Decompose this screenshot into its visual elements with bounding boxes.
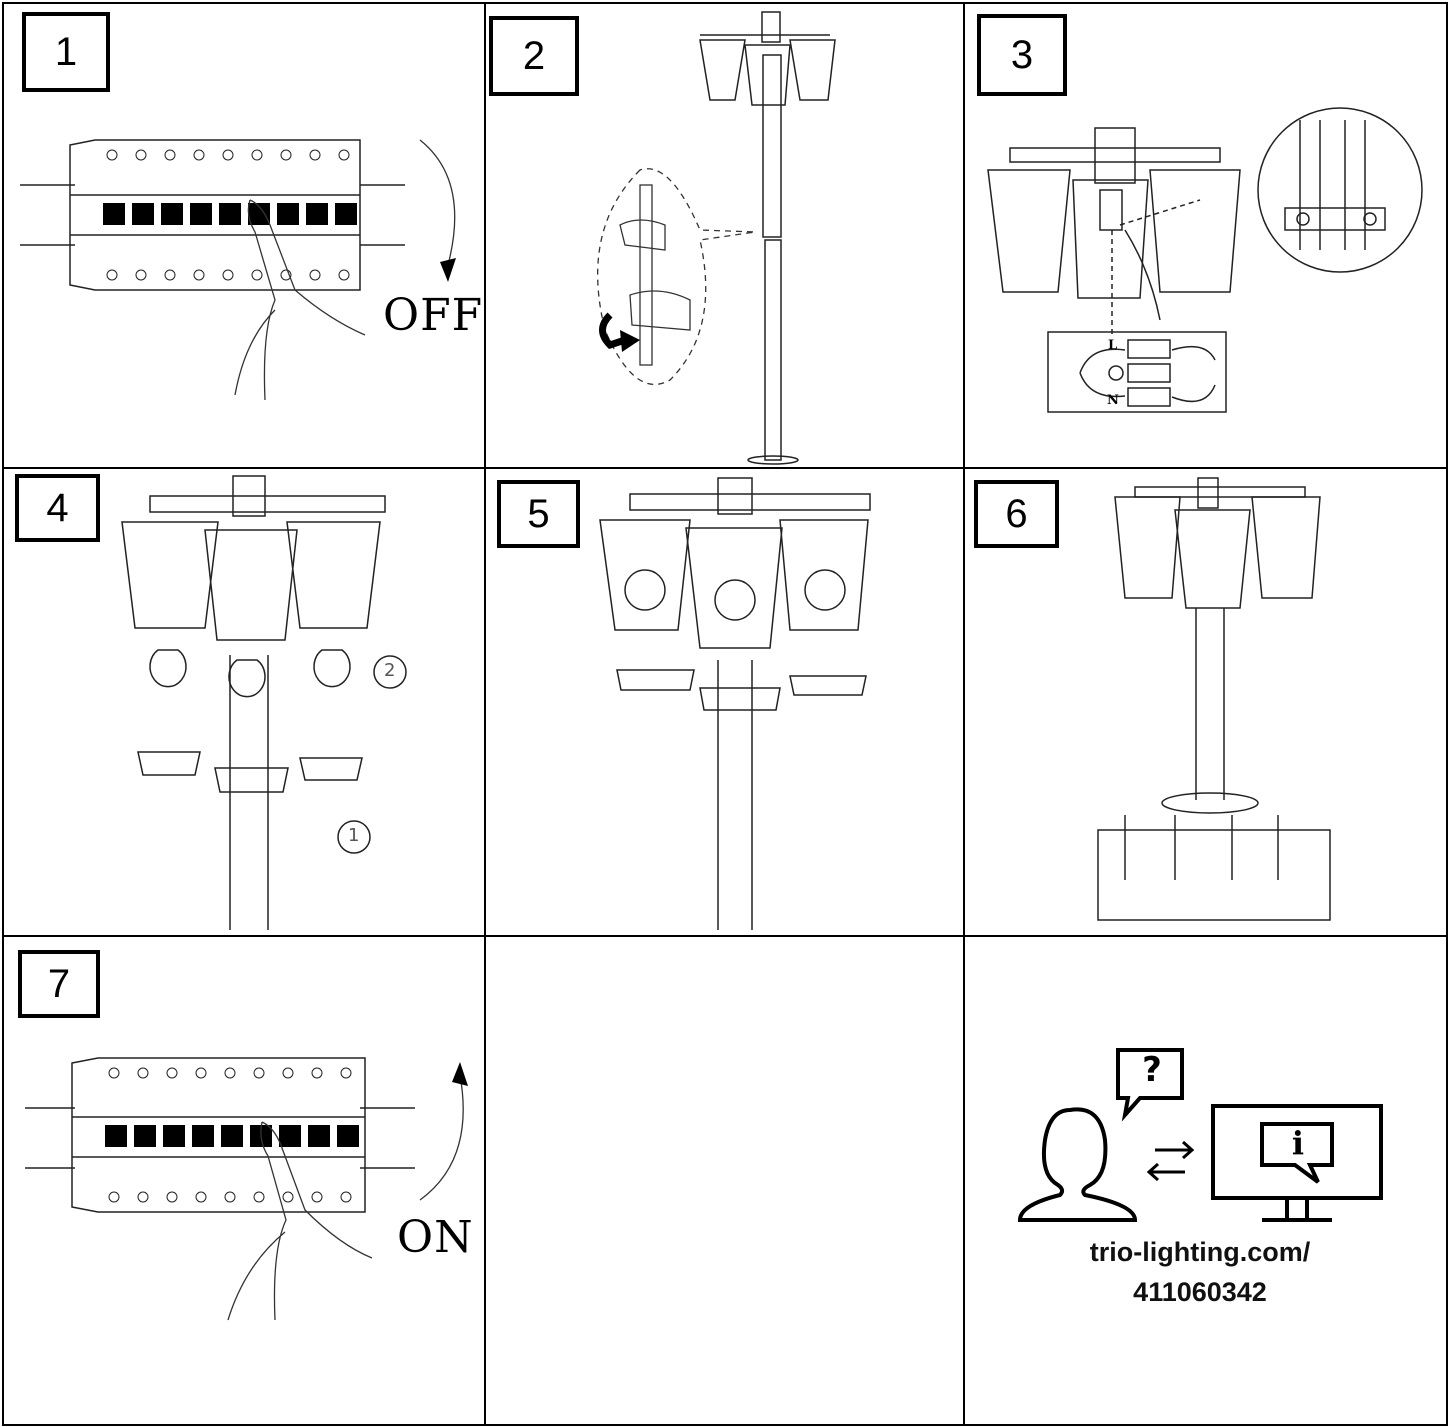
terminal-screw <box>338 269 350 281</box>
terminal-screw <box>253 1067 265 1079</box>
terminal-screw <box>193 269 205 281</box>
cover-install-diagram <box>599 477 871 930</box>
breaker-toggle <box>221 1125 243 1147</box>
support-url-line2: 411060342 <box>1133 1277 1267 1307</box>
ring-step-number: 1 <box>348 825 360 846</box>
terminal-block-diagram <box>1047 331 1227 413</box>
breaker-toggle <box>335 203 357 225</box>
breaker-toggle <box>248 203 270 225</box>
terminal-screw <box>251 149 263 161</box>
terminal-screw <box>224 1191 236 1203</box>
step-number-5: 5 <box>497 480 580 548</box>
breaker-toggle <box>161 203 183 225</box>
breaker-toggle <box>163 1125 185 1147</box>
step-number-6: 6 <box>974 480 1059 548</box>
magnifier-detail <box>1257 107 1423 273</box>
off-label: OFF <box>383 290 484 341</box>
breaker-toggle <box>190 203 212 225</box>
terminal-screw <box>280 269 292 281</box>
breaker-toggle <box>306 203 328 225</box>
terminal-screw <box>108 1191 120 1203</box>
terminal-screw <box>282 1067 294 1079</box>
pole-connection-detail <box>597 168 756 385</box>
terminal-screw <box>108 1067 120 1079</box>
breaker-toggle <box>337 1125 359 1147</box>
terminal-screw <box>309 269 321 281</box>
hand-on <box>227 1121 373 1321</box>
terminal-screw <box>253 1191 265 1203</box>
support-url[interactable]: trio-lighting.com/ 411060342 <box>1000 1232 1400 1312</box>
terminal-screw <box>195 1067 207 1079</box>
bulb-step-number: 2 <box>384 660 396 681</box>
live-terminal-label: L <box>1108 338 1118 353</box>
lamp-head-wiring <box>987 127 1241 335</box>
breaker-toggle <box>279 1125 301 1147</box>
breaker-panel-on <box>25 1057 415 1213</box>
terminal-screw <box>106 269 118 281</box>
terminal-screw <box>164 269 176 281</box>
breaker-toggle <box>132 203 154 225</box>
terminal-screw <box>251 269 263 281</box>
terminal-screw <box>137 1191 149 1203</box>
base-mounting-diagram <box>1097 477 1331 921</box>
terminal-screw <box>164 149 176 161</box>
terminal-screw <box>137 1067 149 1079</box>
terminal-screw <box>311 1067 323 1079</box>
breaker-toggle <box>219 203 241 225</box>
terminal-screw <box>135 269 147 281</box>
terminal-screw <box>135 149 147 161</box>
step-number-1: 1 <box>22 12 110 92</box>
terminal-screw <box>193 149 205 161</box>
user-silhouette <box>1017 1107 1138 1222</box>
twist-arrow <box>599 312 627 350</box>
terminal-screw <box>222 149 234 161</box>
off-rotation-arrow <box>419 139 456 266</box>
neutral-terminal-label: N <box>1107 393 1119 408</box>
breaker-panel-off <box>20 139 405 291</box>
step-number-2: 2 <box>489 16 579 96</box>
terminal-screw <box>106 149 118 161</box>
terminal-screw <box>309 149 321 161</box>
info-bubble-icon: i <box>1291 1124 1305 1162</box>
support-url-line1: trio-lighting.com/ <box>1089 1237 1311 1267</box>
terminal-screw <box>340 1191 352 1203</box>
terminal-screw <box>311 1191 323 1203</box>
on-label: ON <box>397 1212 474 1263</box>
step-number-3: 3 <box>977 14 1067 96</box>
bulb-removal-diagram <box>121 475 407 930</box>
breaker-switches-on <box>105 1067 359 1203</box>
terminal-screw <box>195 1191 207 1203</box>
step-number-7: 7 <box>18 950 100 1018</box>
breaker-toggle <box>308 1125 330 1147</box>
breaker-toggle <box>192 1125 214 1147</box>
exchange-arrows <box>1146 1140 1195 1182</box>
hand-off <box>234 199 366 401</box>
breaker-switches-off <box>103 149 357 281</box>
on-rotation-arrow <box>419 1074 464 1201</box>
terminal-screw <box>166 1067 178 1079</box>
breaker-toggle <box>103 203 125 225</box>
terminal-screw <box>280 149 292 161</box>
terminal-screw <box>224 1067 236 1079</box>
monitor <box>1211 1104 1383 1222</box>
breaker-toggle <box>277 203 299 225</box>
terminal-screw <box>166 1191 178 1203</box>
terminal-screw <box>282 1191 294 1203</box>
lamp-pole-assembly <box>699 11 836 465</box>
terminal-screw <box>222 269 234 281</box>
breaker-toggle <box>134 1125 156 1147</box>
step-number-4: 4 <box>15 474 100 542</box>
question-bubble-icon: ? <box>1142 1050 1162 1090</box>
question-bubble <box>1116 1048 1184 1122</box>
terminal-screw <box>340 1067 352 1079</box>
terminal-screw <box>338 149 350 161</box>
breaker-toggle <box>105 1125 127 1147</box>
